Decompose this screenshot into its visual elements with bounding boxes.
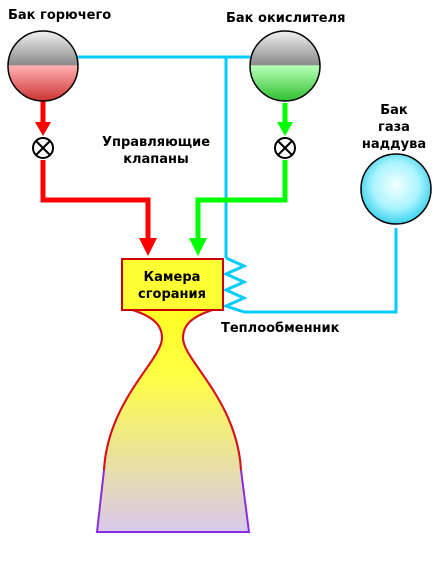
- heat-exchanger-label: Теплообменник: [221, 321, 340, 336]
- chamber-wall-highlight: [103, 307, 242, 471]
- oxidizer-line: [195, 103, 288, 240]
- pressurant-tank-label-line1: Бак: [380, 103, 408, 118]
- oxidizer-tank: [249, 30, 321, 102]
- nozzle: [95, 307, 251, 533]
- pressurant-line-from-tank: [244, 228, 398, 314]
- control-valves-label-line1: Управляющие: [102, 135, 210, 150]
- oxidizer-arrow-to-chamber: [189, 238, 207, 256]
- fuel-control-valve: [32, 137, 54, 159]
- fuel-line: [40, 100, 151, 240]
- pressurant-tank: [360, 153, 432, 225]
- control-valves-label-line2: клапаны: [123, 152, 189, 167]
- combustion-chamber: [121, 258, 224, 311]
- pressurant-tank-label-line3: наддува: [362, 137, 426, 152]
- oxidizer-tank-label: Бак окислителя: [226, 11, 345, 26]
- pressurant-lines: [75, 55, 398, 314]
- fuel-tank-label: Бак горючего: [8, 8, 111, 23]
- pressurant-tank-label-line2: газа: [378, 120, 410, 135]
- fuel-arrow-to-valve: [35, 122, 51, 136]
- combustion-chamber-label-line1: Камера: [144, 270, 201, 285]
- fuel-tank: [7, 30, 79, 102]
- heat-exchanger-coil: [221, 256, 248, 314]
- combustion-chamber-label-line2: сгорания: [138, 287, 206, 302]
- oxidizer-control-valve: [274, 137, 296, 159]
- fuel-arrow-to-chamber: [139, 238, 157, 256]
- oxidizer-arrow-to-valve: [277, 122, 293, 136]
